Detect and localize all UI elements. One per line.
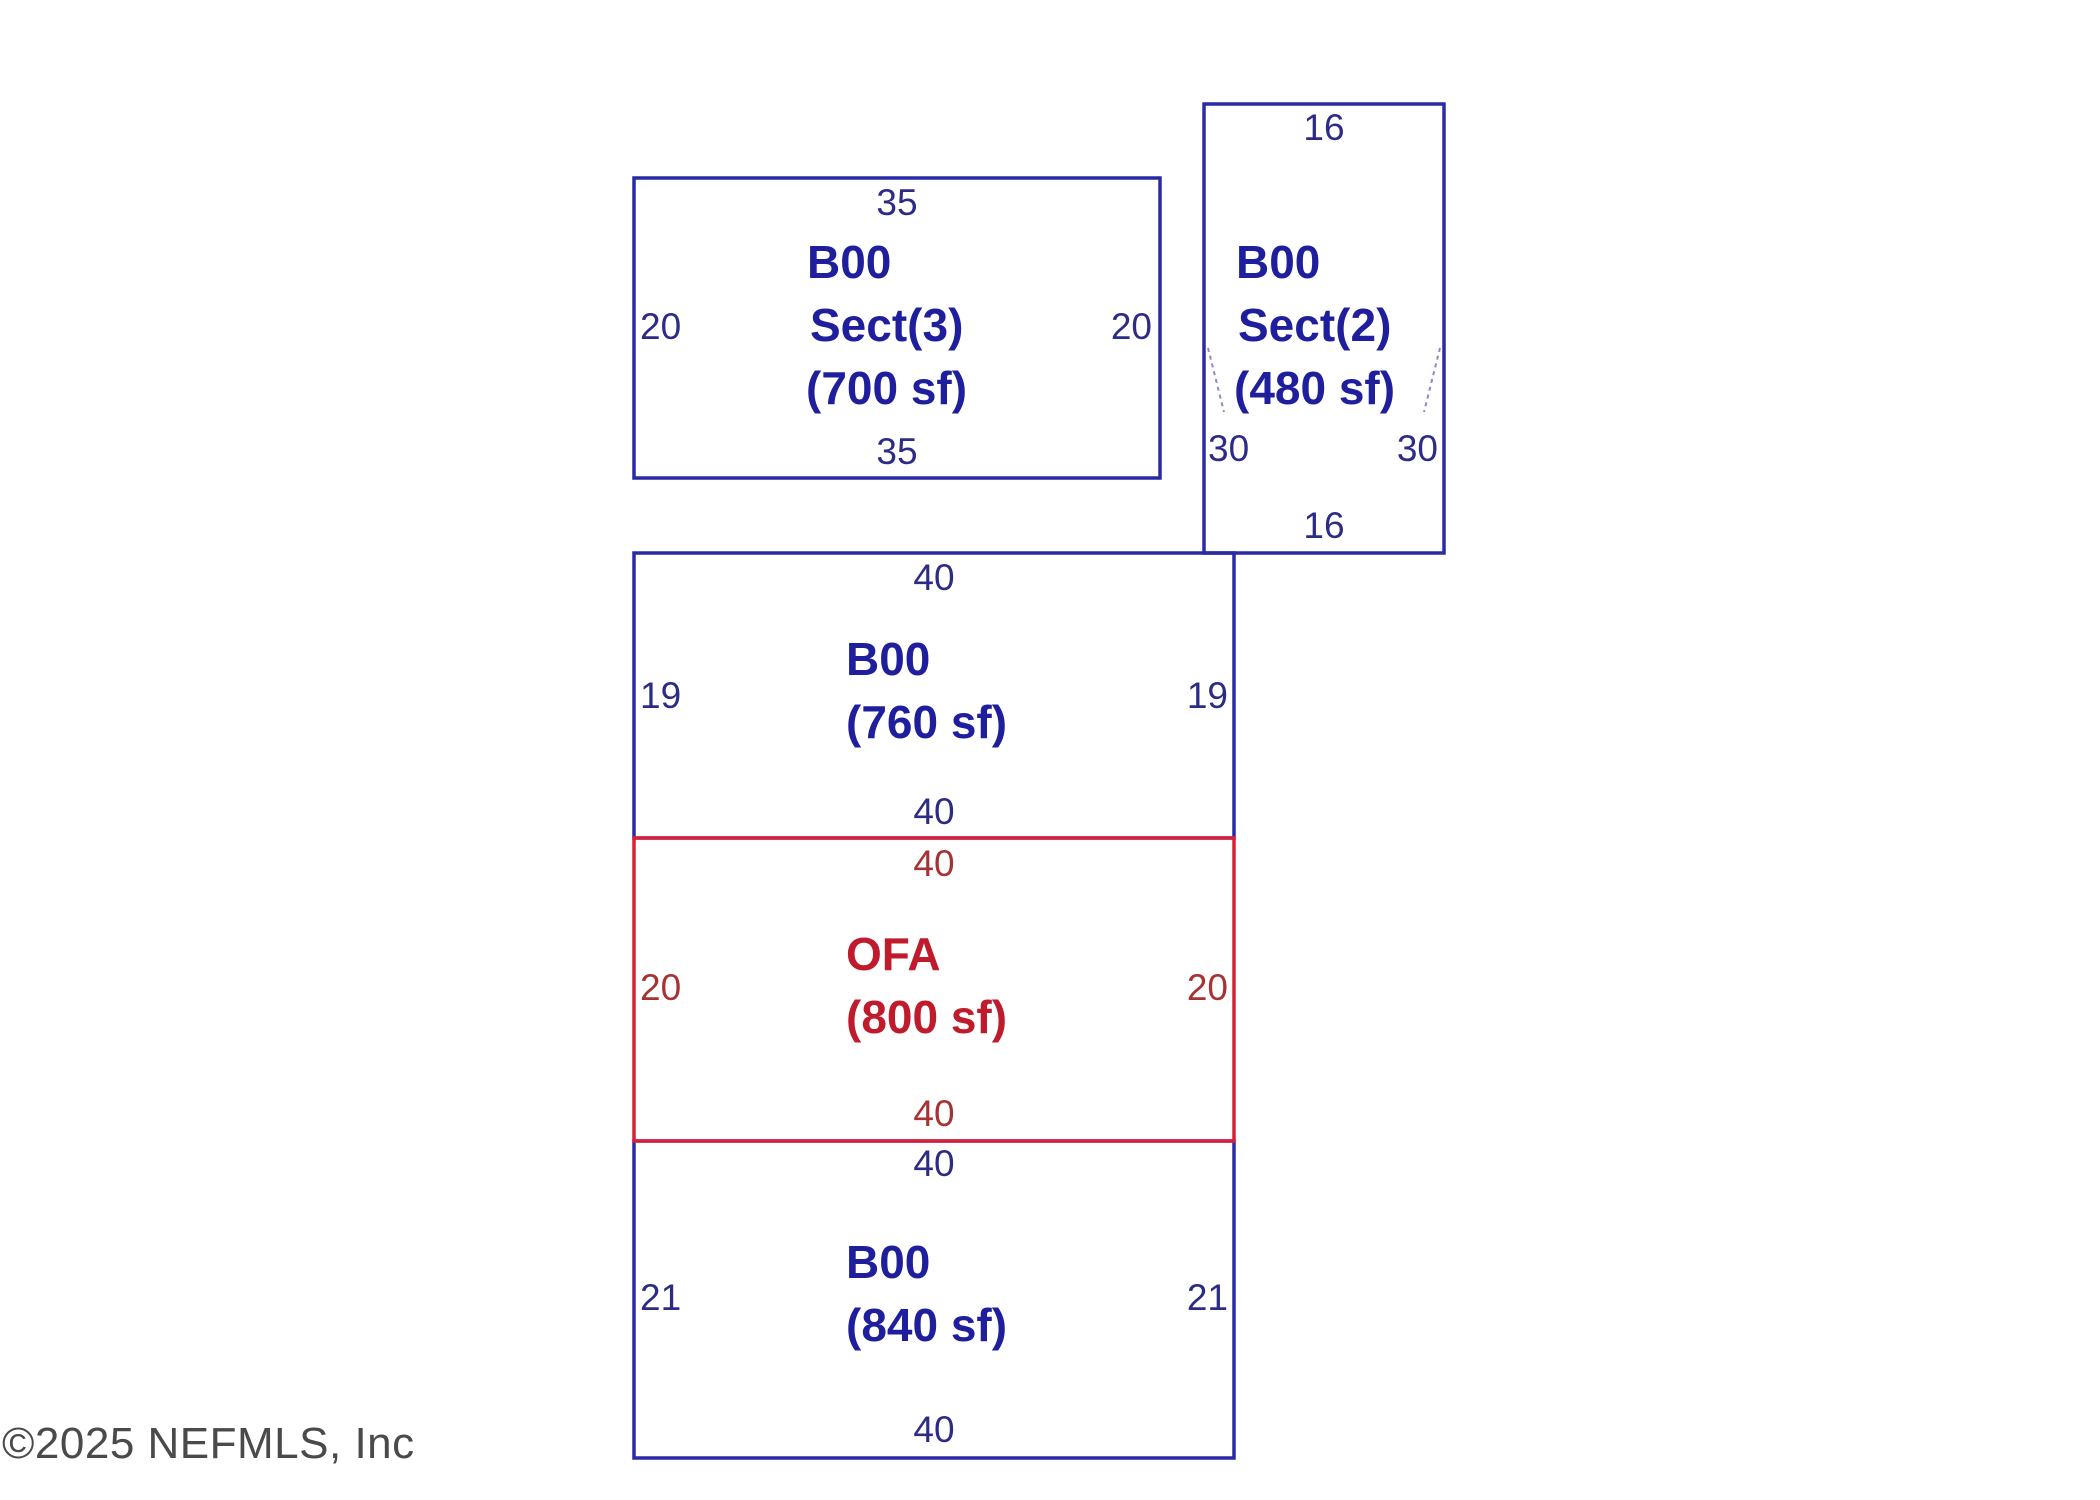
dimension-left: 19: [640, 675, 681, 716]
section-label-line-1: B00: [807, 236, 891, 288]
section-label-line-1: B00: [1236, 236, 1320, 288]
dimension-right: 20: [1111, 306, 1152, 347]
dimension-right: 20: [1187, 967, 1228, 1008]
section-area-label: (800 sf): [846, 991, 1007, 1043]
dimension-bottom: 40: [913, 1409, 954, 1450]
section-label-line-1: OFA: [846, 928, 941, 980]
section-area-label: (840 sf): [846, 1299, 1007, 1351]
dimension-bottom: 40: [913, 1093, 954, 1134]
dimension-bottom: 16: [1303, 505, 1344, 546]
copyright-watermark: ©2025 NEFMLS, Inc: [2, 1419, 415, 1468]
section-label-line-2: Sect(3): [810, 299, 963, 351]
dimension-bottom: 35: [876, 431, 917, 472]
section-ofa-800: 40 40 20 20 OFA (800 sf): [632, 836, 1236, 1143]
side-slope-line-left: [1207, 347, 1225, 413]
dimension-top: 40: [913, 557, 954, 598]
section-b00-840: 40 40 21 21 B00 (840 sf): [632, 1139, 1236, 1460]
section-outline: [632, 836, 1236, 1143]
dimension-right: 21: [1187, 1277, 1228, 1318]
dimension-top: 40: [913, 1143, 954, 1184]
section-b00-sect3: 35 35 20 20 B00 Sect(3) (700 sf): [632, 176, 1162, 480]
section-area-label: (760 sf): [846, 696, 1007, 748]
dimension-top: 35: [876, 182, 917, 223]
section-outline: [632, 176, 1162, 480]
dimension-left: 21: [640, 1277, 681, 1318]
dimension-right: 30: [1397, 428, 1438, 469]
dimension-left: 20: [640, 967, 681, 1008]
section-b00-sect2: 16 16 30 30 B00 Sect(2) (480 sf): [1202, 102, 1446, 555]
dimension-left: 30: [1208, 428, 1249, 469]
dimension-top: 40: [913, 843, 954, 884]
section-label-line-1: B00: [846, 1236, 930, 1288]
section-outline: [1202, 102, 1446, 555]
section-label-line-1: B00: [846, 633, 930, 685]
dimension-left: 20: [640, 306, 681, 347]
section-b00-760: 40 40 19 19 B00 (760 sf): [632, 551, 1236, 840]
section-area-label: (480 sf): [1234, 362, 1395, 414]
section-area-label: (700 sf): [806, 362, 967, 414]
dimension-top: 16: [1303, 107, 1344, 148]
dimension-right: 19: [1187, 675, 1228, 716]
section-label-line-2: Sect(2): [1238, 299, 1391, 351]
side-slope-line-right: [1423, 347, 1441, 413]
dimension-bottom: 40: [913, 791, 954, 832]
